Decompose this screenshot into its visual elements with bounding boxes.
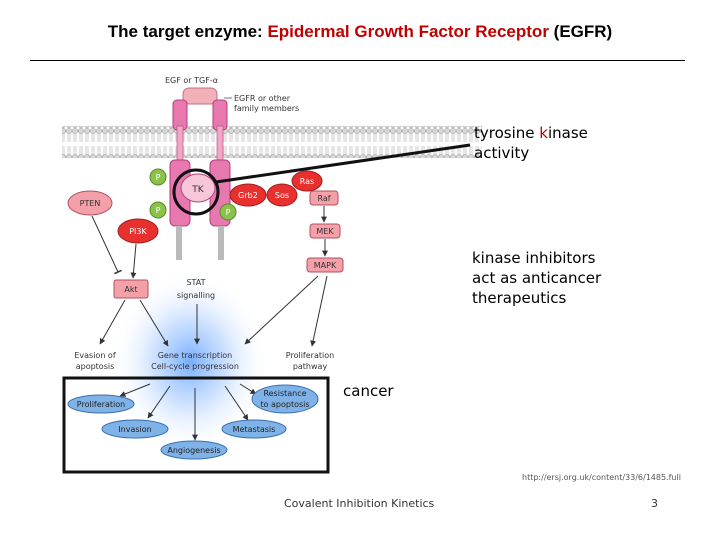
tk-pointer-line bbox=[215, 143, 471, 184]
cancer-box bbox=[62, 376, 330, 474]
outcome-resistance-line1: Resistance bbox=[263, 389, 306, 398]
outcome-metastasis: Metastasis bbox=[233, 425, 276, 434]
stat-label-line1: STAT bbox=[186, 278, 205, 287]
evasion-label-line1: Evasion of bbox=[74, 351, 115, 360]
pten-node bbox=[67, 190, 113, 216]
mek-node bbox=[309, 223, 341, 239]
sos-node bbox=[266, 183, 298, 207]
cancer-outcomes: Proliferation Resistance to apoptosis In… bbox=[67, 383, 319, 460]
prolif-path-label-line1: Proliferation bbox=[286, 351, 334, 360]
ligand-shape bbox=[182, 87, 218, 105]
akt-node bbox=[113, 279, 149, 299]
svg-text:MEK: MEK bbox=[316, 227, 334, 236]
source-url: http://ersj.org.uk/content/33/6/1485.ful… bbox=[522, 473, 681, 482]
svg-text:P: P bbox=[156, 206, 161, 215]
svg-text:Raf: Raf bbox=[317, 194, 330, 203]
evasion-label-line2: apoptosis bbox=[76, 362, 115, 371]
svg-text:P: P bbox=[156, 173, 161, 182]
svg-text:PI3K: PI3K bbox=[129, 227, 147, 236]
pi3k-node bbox=[117, 218, 159, 244]
svg-text:Sos: Sos bbox=[275, 191, 289, 200]
svg-text:P: P bbox=[226, 208, 231, 217]
outcome-invasion: Invasion bbox=[118, 425, 151, 434]
tk-label: TK bbox=[191, 185, 204, 195]
annotation-cancer: cancer bbox=[343, 382, 394, 400]
raf-node bbox=[309, 190, 339, 206]
receptor-label-line1: EGFR or other bbox=[234, 94, 291, 103]
gene-label-line2: Cell-cycle progression bbox=[151, 362, 239, 371]
outcome-proliferation: Proliferation bbox=[77, 400, 125, 409]
svg-text:Akt: Akt bbox=[124, 285, 137, 294]
mapk-node bbox=[306, 257, 344, 273]
svg-text:PTEN: PTEN bbox=[80, 199, 101, 208]
tk-highlight-circle bbox=[172, 168, 220, 216]
svg-text:Ras: Ras bbox=[300, 177, 314, 186]
prolif-path-label-line2: pathway bbox=[293, 362, 328, 371]
annotation-kinase-inhibitors: kinase inhibitors act as anticancer ther… bbox=[472, 249, 602, 307]
svg-text:Grb2: Grb2 bbox=[238, 191, 258, 200]
phosphate-groups: P P P bbox=[149, 168, 237, 221]
gene-label-line1: Gene transcription bbox=[158, 351, 233, 360]
footer-title: Covalent Inhibition Kinetics bbox=[284, 497, 435, 510]
slide-title: The target enzyme: Epidermal Growth Fact… bbox=[107, 22, 613, 41]
ras-node bbox=[291, 170, 323, 192]
grb2-node bbox=[229, 183, 267, 207]
outcome-angiogenesis: Angiogenesis bbox=[167, 446, 220, 455]
receptor-label-line2: family members bbox=[234, 104, 299, 113]
stat-label-line2: signalling bbox=[177, 291, 215, 300]
annotation-tyrosine-kinase: tyrosine kinase activity bbox=[474, 124, 588, 162]
svg-text:MAPK: MAPK bbox=[314, 261, 337, 270]
outcome-resistance-line2: to apoptosis bbox=[260, 400, 309, 409]
page-number: 3 bbox=[651, 497, 658, 510]
title-divider bbox=[30, 60, 685, 61]
tk-domain bbox=[180, 173, 216, 203]
ligand-label: EGF or TGF-α bbox=[165, 76, 218, 85]
